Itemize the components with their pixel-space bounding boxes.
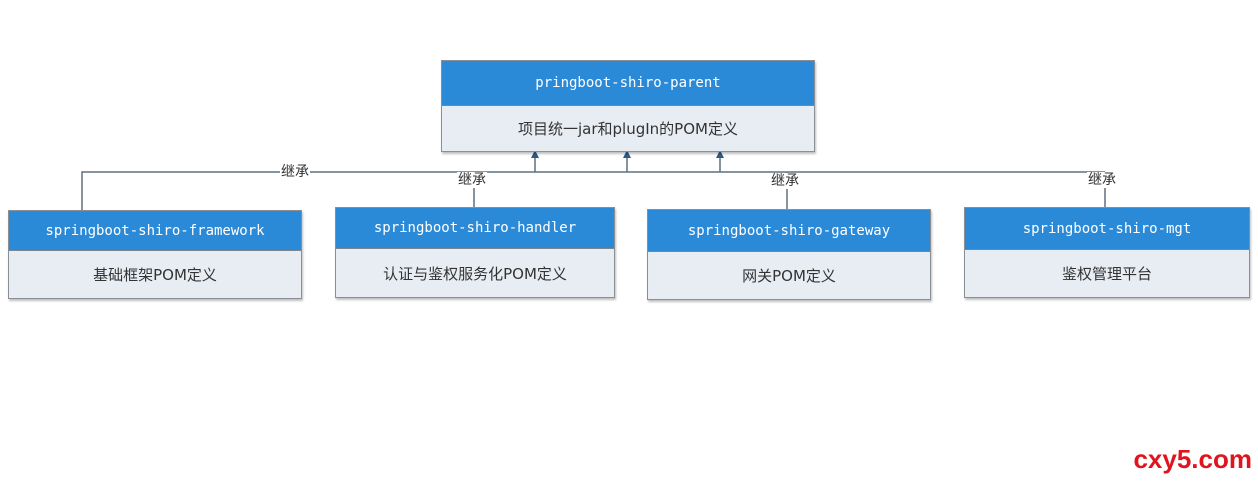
arrow-head-icon	[716, 150, 724, 158]
node-title: springboot-shiro-gateway	[648, 210, 930, 252]
node-title: pringboot-shiro-parent	[442, 61, 814, 106]
child-node-handler: springboot-shiro-handler 认证与鉴权服务化POM定义	[335, 207, 615, 298]
watermark: cxy5.com	[1133, 444, 1252, 474]
node-desc: 网关POM定义	[742, 267, 836, 285]
arrow-head-icon	[623, 150, 631, 158]
node-title: springboot-shiro-handler	[336, 208, 614, 249]
node-title: springboot-shiro-mgt	[965, 208, 1249, 250]
edge-label: 继承	[1087, 172, 1117, 188]
parent-node: pringboot-shiro-parent 项目统一jar和plugIn的PO…	[441, 60, 815, 152]
edge-label: 继承	[457, 172, 487, 188]
inherit-bus-line	[81, 171, 1105, 210]
child-node-mgt: springboot-shiro-mgt 鉴权管理平台	[964, 207, 1250, 298]
node-title: springboot-shiro-framework	[9, 211, 301, 251]
node-desc: 鉴权管理平台	[1061, 265, 1152, 283]
node-desc: 项目统一jar和plugIn的POM定义	[518, 120, 738, 138]
node-desc: 认证与鉴权服务化POM定义	[383, 264, 567, 283]
child-node-framework: springboot-shiro-framework 基础框架POM定义	[8, 210, 302, 299]
child-node-gateway: springboot-shiro-gateway 网关POM定义	[647, 209, 931, 300]
arrow-head-icon	[531, 150, 539, 158]
edge-label: 继承	[280, 164, 310, 180]
edge-label: 继承	[770, 173, 800, 189]
node-desc: 基础框架POM定义	[93, 266, 217, 284]
